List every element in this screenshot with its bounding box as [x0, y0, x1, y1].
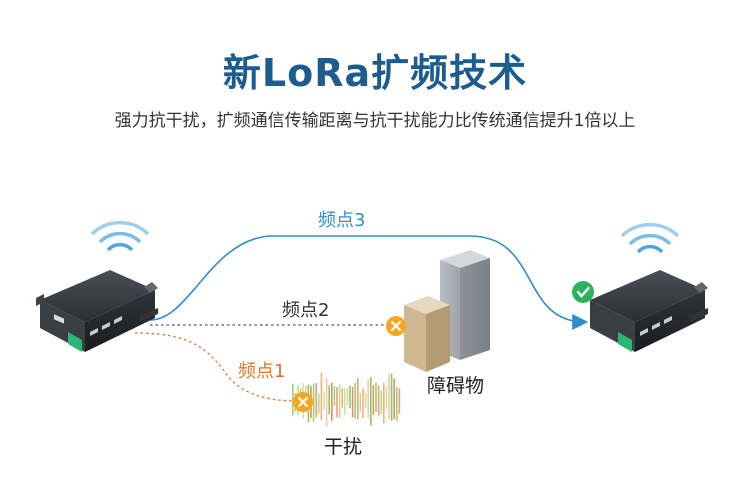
- spectrum-bar: [367, 379, 369, 419]
- spectrum-bar: [333, 386, 336, 407]
- spectrum-bar: [357, 378, 359, 420]
- obstacle-buildings: [404, 250, 490, 372]
- spectrum-bar: [318, 393, 320, 414]
- spectrum-bar: [396, 386, 398, 421]
- spectrum-bar: [375, 382, 377, 413]
- spectrum-bar: [320, 372, 323, 421]
- wifi-icon: [90, 220, 150, 252]
- device-right: [590, 270, 708, 352]
- spectrum-bar: [312, 383, 315, 422]
- spectrum-bar: [390, 373, 393, 421]
- page-subtitle: 强力抗干扰，扩频通信传输距离与抗干扰能力比传统通信提升1倍以上: [114, 111, 636, 131]
- spectrum-bar: [380, 390, 382, 414]
- spectrum-bar: [398, 388, 401, 414]
- spectrum-bar: [362, 388, 364, 419]
- spectrum-bar: [351, 386, 354, 418]
- spectrum-bar: [359, 392, 362, 412]
- spectrum-bar: [354, 382, 356, 419]
- interference-spectrum: [292, 372, 401, 427]
- spectrum-bar: [323, 391, 325, 410]
- check-icon: [572, 281, 594, 303]
- spectrum-bar: [336, 387, 338, 418]
- spectrum-bar: [372, 385, 375, 415]
- spectrum-bar: [346, 388, 349, 406]
- spectrum-bar: [370, 377, 372, 426]
- obstacle-label: 障碍物: [427, 375, 485, 397]
- blocked-x-icon: [386, 316, 406, 336]
- page-title: 新LoRa扩频技术: [222, 51, 528, 95]
- wifi-icon: [620, 222, 680, 254]
- spectrum-bar: [388, 373, 390, 419]
- spectrum-bar: [385, 386, 388, 410]
- freq3-path: [149, 235, 589, 330]
- spectrum-bar: [328, 385, 330, 415]
- spectrum-bar: [383, 382, 385, 424]
- interference-label: 干扰: [324, 436, 363, 458]
- freq1-path: [134, 332, 293, 402]
- freq2-label: 频点2: [282, 300, 330, 321]
- blocked-x-icon: [293, 392, 313, 412]
- spectrum-bar: [325, 378, 328, 427]
- spectrum-bar: [344, 387, 346, 415]
- spectrum-bar: [315, 383, 317, 418]
- spectrum-bar: [393, 378, 395, 420]
- freq1-label: 频点1: [238, 361, 286, 382]
- freq3-label: 频点3: [318, 210, 366, 231]
- spectrum-bar: [364, 392, 367, 409]
- spectrum-bar: [331, 382, 333, 421]
- spectrum-bar: [292, 383, 294, 416]
- spectrum-bar: [377, 385, 380, 416]
- spectrum-bar: [338, 384, 341, 419]
- spectrum-bar: [341, 388, 343, 408]
- device-left: [36, 270, 158, 352]
- spectrum-bar: [349, 385, 351, 409]
